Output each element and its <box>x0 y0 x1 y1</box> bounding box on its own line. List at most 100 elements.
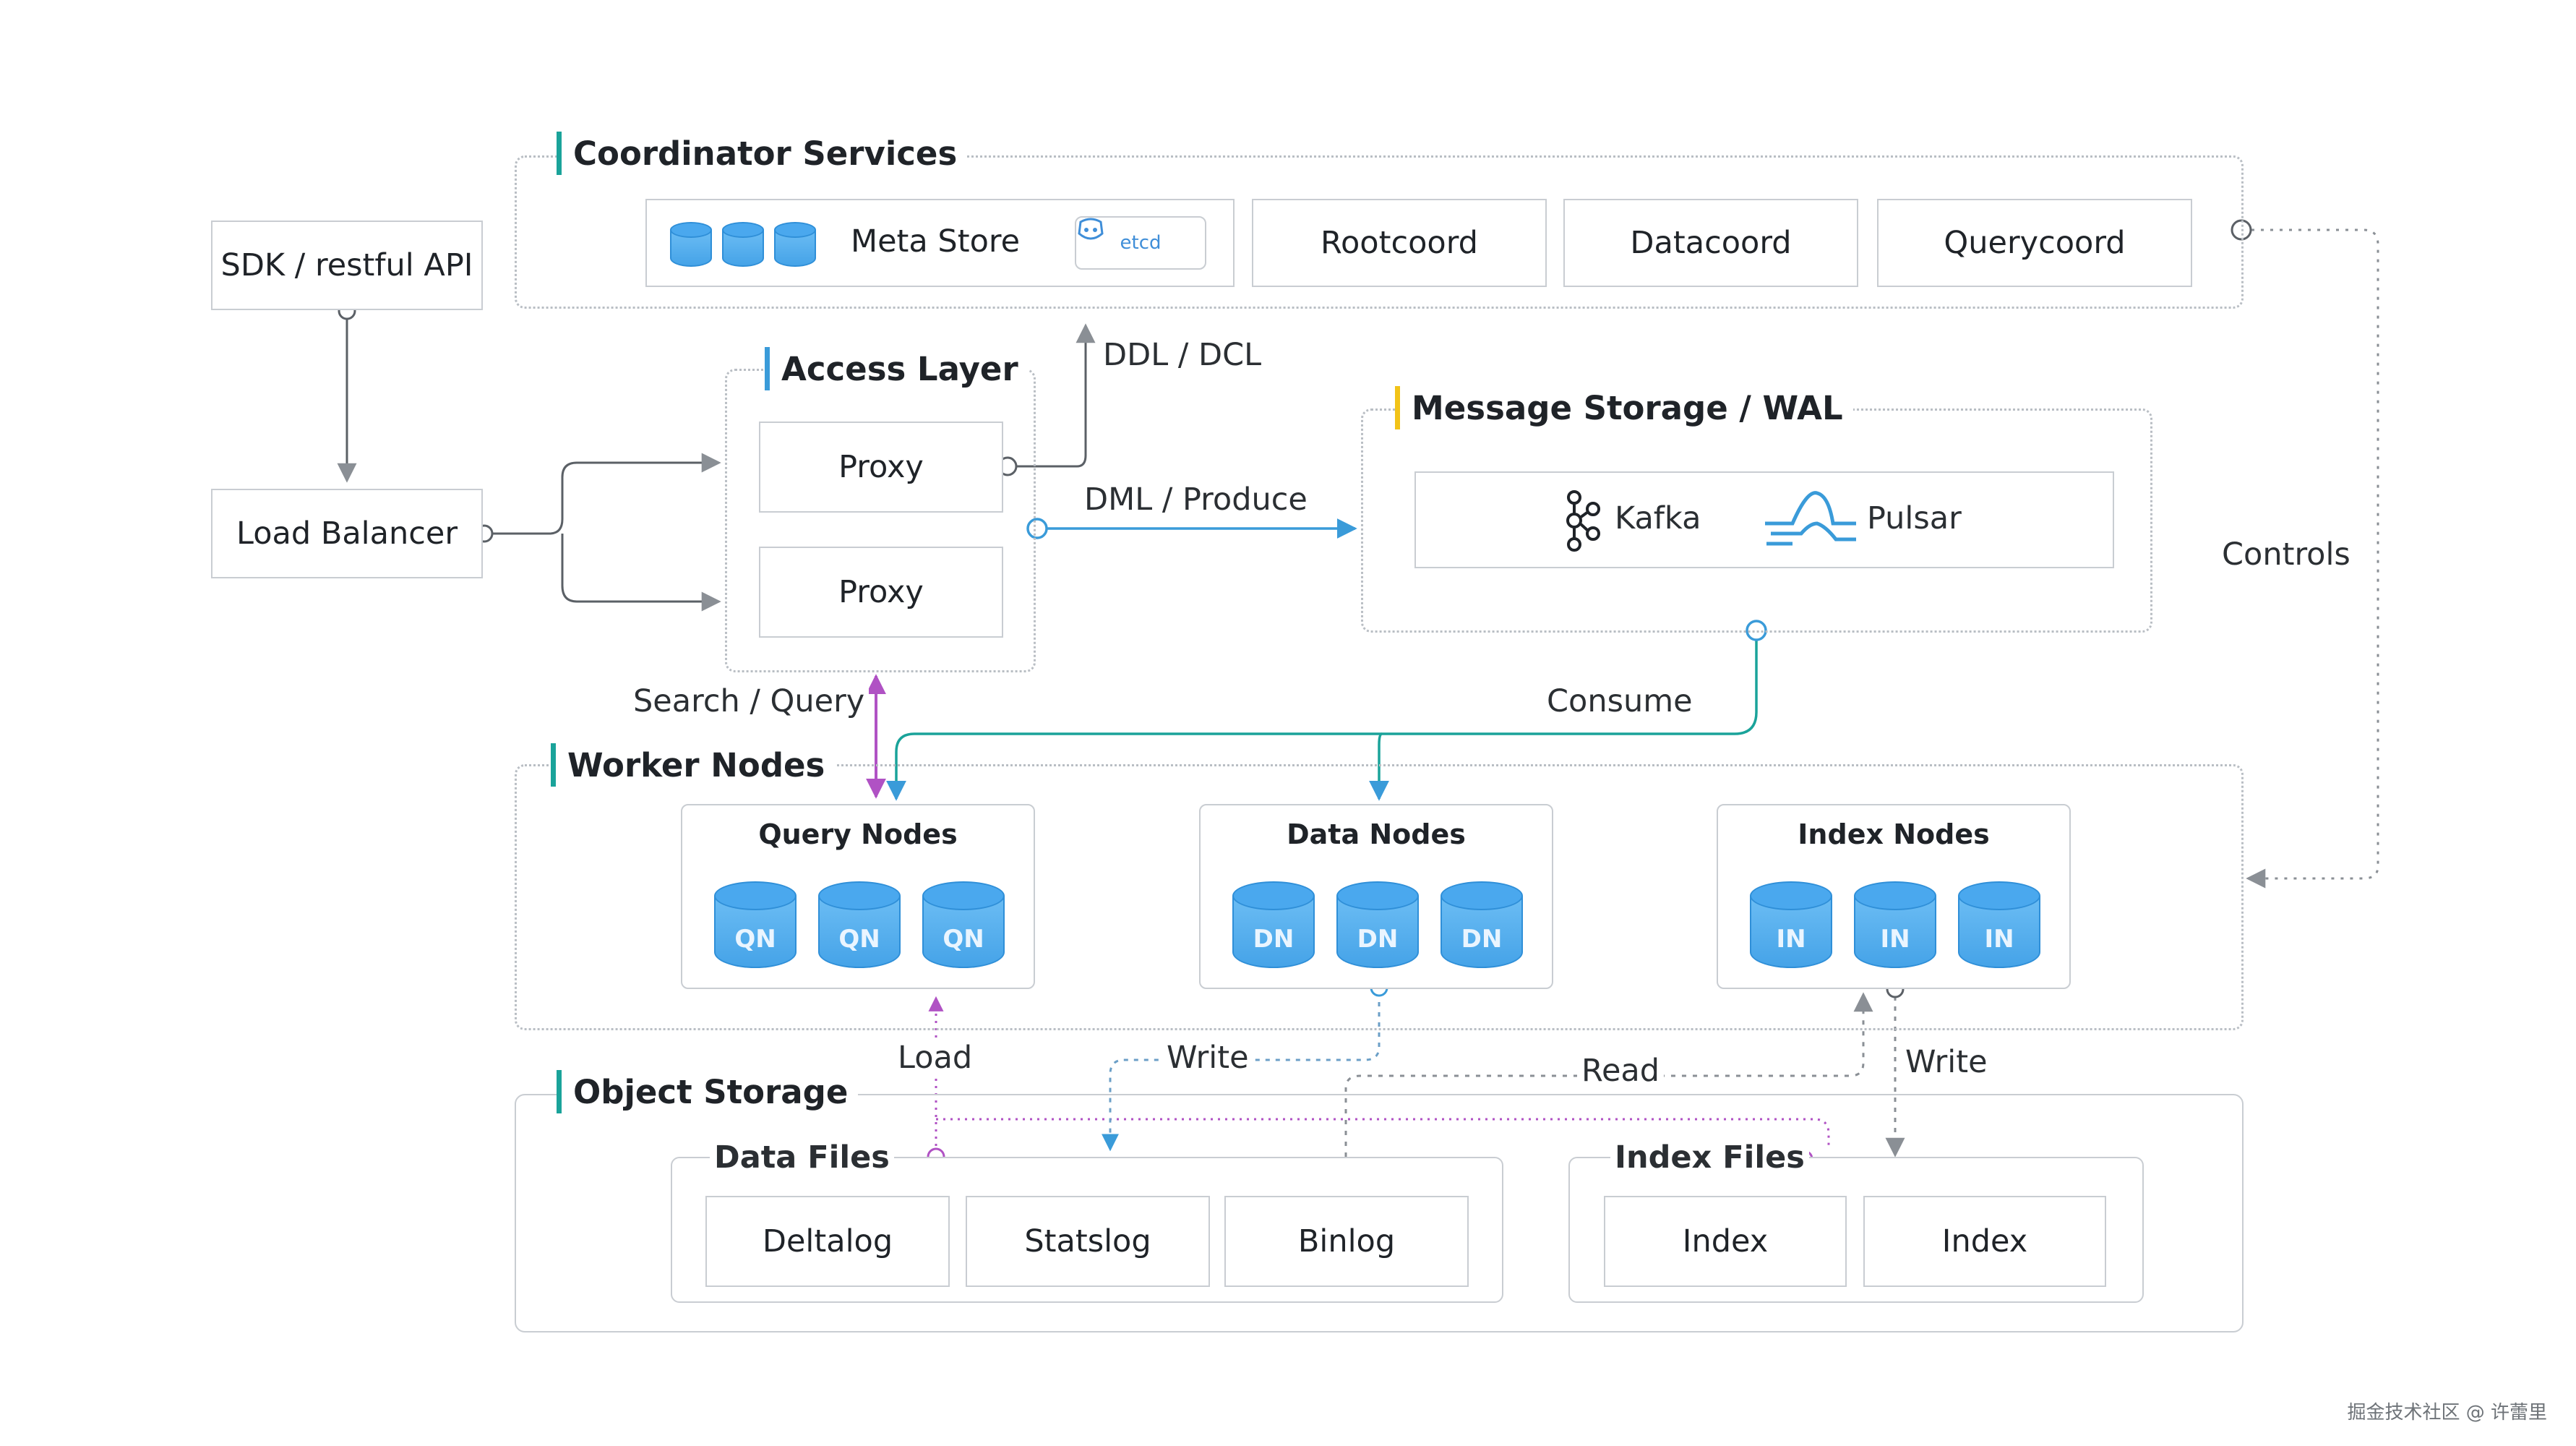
lb-to-proxy2-edge <box>561 534 721 612</box>
storage-accent-bar <box>557 1070 562 1113</box>
etcd-badge: etcd <box>1075 216 1206 270</box>
sdk-label: SDK / restful API <box>220 247 473 283</box>
index-node-2-label: IN <box>1880 925 1910 954</box>
access-layer-title: Access Layer <box>765 347 1029 390</box>
pulsar-icon <box>1765 491 1856 546</box>
deltalog-label: Deltalog <box>762 1223 893 1259</box>
index-node-3: IN <box>1958 881 2040 968</box>
ddl-label: DDL / DCL <box>1099 337 1266 373</box>
statslog-label: Statslog <box>1024 1223 1151 1259</box>
proxy-label-2: Proxy <box>838 574 924 610</box>
data-node-3-label: DN <box>1461 925 1503 954</box>
proxy-dml-port <box>1026 518 1048 539</box>
kafka-icon <box>1566 490 1600 552</box>
binlog-box: Binlog <box>1224 1196 1469 1287</box>
load-balancer-label: Load Balancer <box>236 515 458 552</box>
data-node-1: DN <box>1232 881 1315 968</box>
data-node-2-label: DN <box>1357 925 1399 954</box>
object-storage-panel <box>515 1094 2244 1332</box>
worker-nodes-title-text: Worker Nodes <box>567 745 825 784</box>
index-node-1-label: IN <box>1776 925 1806 954</box>
pulsar-label: Pulsar <box>1867 500 1962 536</box>
read-label: Read <box>1577 1053 1665 1089</box>
coordinator-title: Coordinator Services <box>557 132 968 175</box>
worker-nodes-panel <box>515 764 2244 1030</box>
sdk-box: SDK / restful API <box>211 221 483 310</box>
query-node-2: QN <box>818 881 901 968</box>
load-balancer-box: Load Balancer <box>211 489 483 578</box>
etcd-icon <box>1078 218 1104 240</box>
controls-edge <box>2246 228 2379 889</box>
meta-store-box: Meta Store etcd <box>645 199 1235 287</box>
search-label: Search / Query <box>629 683 870 719</box>
kafka-label: Kafka <box>1615 500 1701 536</box>
consume-label: Consume <box>1542 683 1697 719</box>
statslog-box: Statslog <box>966 1196 1210 1287</box>
query-nodes-card: Query Nodes QN QN QN <box>681 804 1035 989</box>
index-node-3-label: IN <box>1984 925 2014 954</box>
query-node-3: QN <box>922 881 1005 968</box>
query-node-2-label: QN <box>838 925 880 954</box>
access-accent-bar <box>765 347 770 390</box>
datacoord-box: Datacoord <box>1563 199 1858 287</box>
data-node-1-label: DN <box>1253 925 1295 954</box>
query-node-1-label: QN <box>734 925 776 954</box>
coordinator-accent-bar <box>557 132 562 175</box>
message-storage-title-text: Message Storage / WAL <box>1412 388 1843 427</box>
meta-store-db-icon-1 <box>670 222 712 267</box>
data-files-title: Data Files <box>710 1139 894 1176</box>
write-index-label: Write <box>1901 1044 1992 1080</box>
index-node-1: IN <box>1750 881 1832 968</box>
index-nodes-title: Index Nodes <box>1798 818 1990 850</box>
index-nodes-card: Index Nodes IN IN IN <box>1717 804 2071 989</box>
load-label: Load <box>893 1040 977 1076</box>
index-node-2: IN <box>1854 881 1936 968</box>
load-index-edge <box>936 1118 1830 1150</box>
meta-store-db-icon-2 <box>722 222 764 267</box>
meta-store-label: Meta Store <box>851 223 1021 260</box>
worker-accent-bar <box>551 743 556 787</box>
data-nodes-title: Data Nodes <box>1287 818 1466 850</box>
consume-edge <box>886 640 1758 801</box>
worker-nodes-title: Worker Nodes <box>551 743 836 787</box>
lb-to-proxy-edge <box>491 453 721 535</box>
write-data-edge <box>1102 992 1381 1152</box>
message-storage-title: Message Storage / WAL <box>1395 386 1853 429</box>
coordinator-panel <box>515 155 2244 309</box>
deltalog-box: Deltalog <box>705 1196 950 1287</box>
write-data-label: Write <box>1162 1040 1253 1076</box>
object-storage-title: Object Storage <box>557 1070 859 1113</box>
datacoord-label: Datacoord <box>1630 225 1792 261</box>
querycoord-label: Querycoord <box>1944 225 2126 261</box>
data-nodes-card: Data Nodes DN DN DN <box>1199 804 1553 989</box>
index-box-1: Index <box>1604 1196 1847 1287</box>
index-box-2: Index <box>1863 1196 2106 1287</box>
rootcoord-box: Rootcoord <box>1252 199 1547 287</box>
meta-store-db-icon-3 <box>774 222 816 267</box>
data-node-2: DN <box>1336 881 1419 968</box>
data-node-3: DN <box>1441 881 1523 968</box>
proxy-box-1: Proxy <box>759 422 1003 513</box>
query-node-3-label: QN <box>943 925 984 954</box>
object-storage-title-text: Object Storage <box>573 1072 849 1111</box>
proxy-label-1: Proxy <box>838 449 924 485</box>
etcd-label: etcd <box>1120 232 1162 254</box>
rootcoord-label: Rootcoord <box>1321 225 1478 261</box>
query-node-1: QN <box>714 881 797 968</box>
consume-edge-data <box>1369 732 1389 801</box>
ddl-edge <box>1009 323 1096 468</box>
proxy-box-2: Proxy <box>759 547 1003 638</box>
querycoord-box: Querycoord <box>1877 199 2192 287</box>
binlog-label: Binlog <box>1297 1223 1396 1259</box>
index-files-title: Index Files <box>1610 1139 1809 1176</box>
wal-broker-box <box>1414 471 2114 568</box>
watermark: 掘金技术社区 @ 许蕾里 <box>2347 1402 2547 1424</box>
index-label-1: Index <box>1682 1223 1769 1259</box>
access-layer-title-text: Access Layer <box>781 349 1018 388</box>
dml-label: DML / Produce <box>1080 482 1312 518</box>
coordinator-title-text: Coordinator Services <box>573 134 958 173</box>
query-nodes-title: Query Nodes <box>758 818 958 850</box>
message-accent-bar <box>1395 386 1400 429</box>
